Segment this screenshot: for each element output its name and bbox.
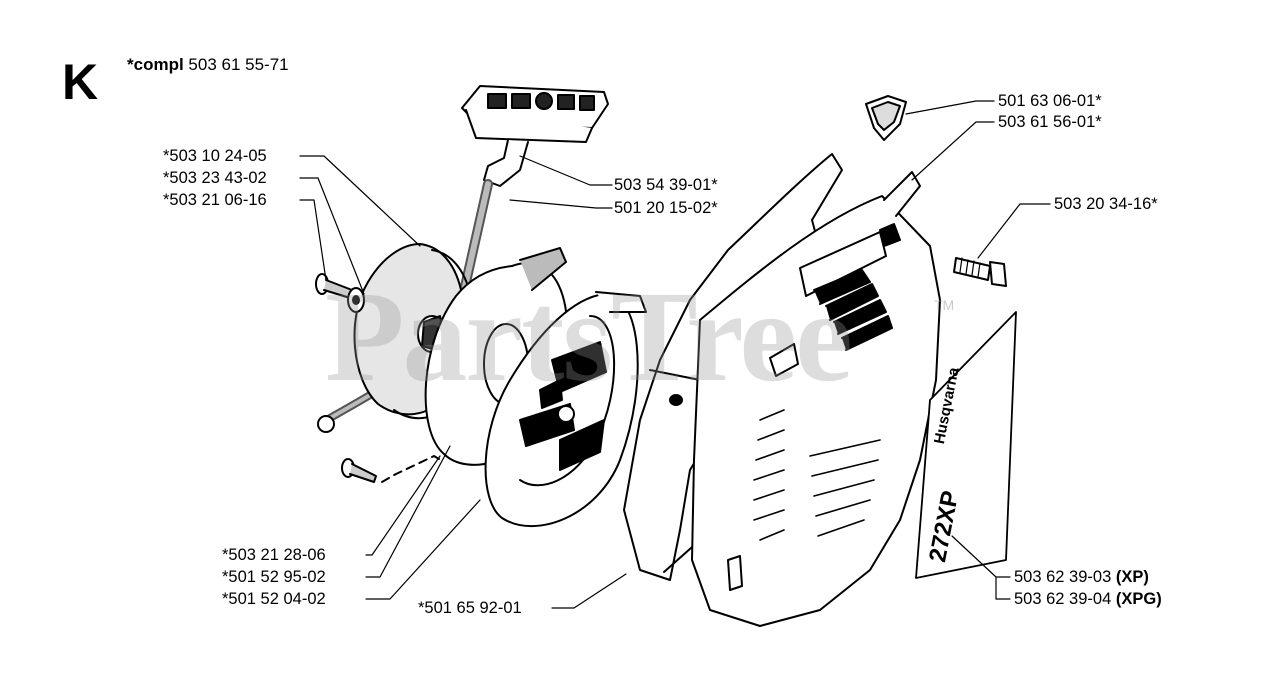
part-label: 503 62 39-03 (XP) bbox=[1014, 567, 1149, 587]
complete-assembly-label: *compl 503 61 55-71 bbox=[127, 55, 289, 75]
part-variant: (XPG) bbox=[1115, 590, 1162, 608]
part-label: *503 21 28-06 bbox=[222, 546, 326, 564]
part-label: *501 65 92-01 bbox=[418, 599, 522, 617]
section-letter: K bbox=[62, 54, 99, 110]
watermark-tm: TM bbox=[934, 297, 955, 313]
screw-and-washer-part bbox=[315, 273, 365, 313]
part-variant: (XP) bbox=[1115, 568, 1149, 586]
compl-number: 503 61 55-71 bbox=[188, 55, 289, 74]
part-label: 501 63 06-01* bbox=[998, 92, 1102, 110]
compl-prefix: *compl bbox=[127, 55, 184, 74]
bolt-part bbox=[953, 257, 1007, 287]
small-screw-part bbox=[341, 455, 445, 483]
spring-housing-part bbox=[484, 291, 647, 528]
starter-cover-part bbox=[691, 171, 941, 627]
part-label: 503 62 39-04 (XPG) bbox=[1014, 589, 1162, 609]
leader-lines bbox=[299, 100, 1051, 609]
part-label: 501 20 15-02* bbox=[614, 199, 718, 217]
part-label: 503 61 56-01* bbox=[998, 113, 1102, 131]
part-label: *503 10 24-05 bbox=[163, 147, 267, 165]
starter-handle-part bbox=[461, 85, 609, 187]
part-number: 503 62 39-04 bbox=[1014, 590, 1112, 608]
decal-part bbox=[915, 311, 1017, 579]
part-label: *503 23 43-02 bbox=[163, 169, 267, 187]
part-label: 503 20 34-16* bbox=[1054, 195, 1158, 213]
part-label: 503 54 39-01* bbox=[614, 176, 718, 194]
part-label: *503 21 06-16 bbox=[163, 191, 267, 209]
grommet-part bbox=[865, 95, 907, 141]
part-label: *501 52 95-02 bbox=[222, 568, 326, 586]
part-label: *501 52 04-02 bbox=[222, 590, 326, 608]
part-number: 503 62 39-03 bbox=[1014, 568, 1112, 586]
